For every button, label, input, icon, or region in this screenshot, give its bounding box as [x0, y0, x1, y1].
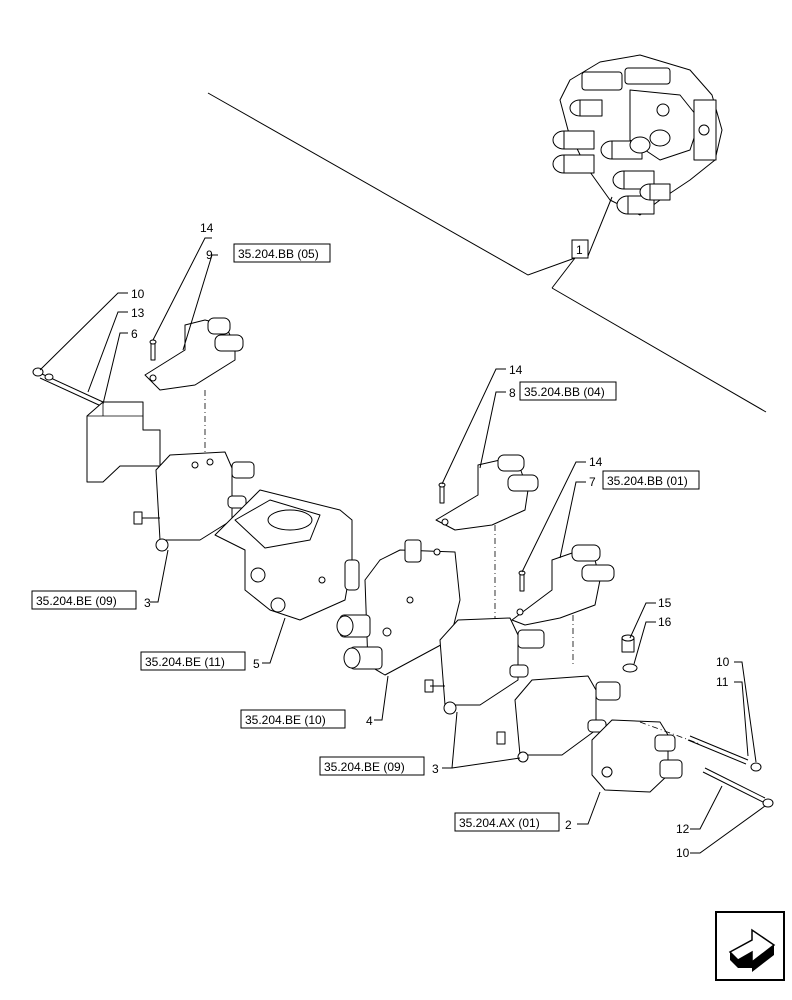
callout-8: 8	[509, 386, 516, 400]
screw-14-left	[149, 339, 157, 361]
ref-box-be09-bottom[interactable]: 35.204.BE (09)	[319, 756, 425, 776]
spacer-block-6	[86, 401, 161, 483]
leaders	[39, 237, 766, 854]
ref-be11-label: 35.204.BE (11)	[145, 655, 225, 669]
cover-7	[511, 544, 615, 626]
callout-3-bottom: 3	[432, 762, 439, 776]
inlet-section-5	[214, 489, 360, 621]
bolt-13	[32, 367, 104, 407]
callout-11: 11	[716, 675, 729, 689]
ref-bb01-label: 35.204.BB (01)	[607, 474, 688, 488]
callout-3-left: 3	[144, 596, 151, 610]
ref-be09-left-label: 35.204.BE (09)	[36, 594, 117, 608]
cover-9	[144, 317, 244, 391]
ref-box-be11[interactable]: 35.204.BE (11)	[140, 651, 246, 671]
ref-be10-label: 35.204.BE (10)	[245, 713, 326, 727]
ref-be09-bottom-label: 35.204.BE (09)	[324, 760, 405, 774]
callout-13: 13	[131, 306, 145, 320]
plug-15	[621, 634, 635, 653]
callout-4: 4	[366, 714, 373, 728]
ref-bb04-label: 35.204.BB (04)	[524, 385, 605, 399]
next-page-arrow-icon[interactable]	[715, 911, 785, 981]
callout-10-bottom: 10	[676, 846, 690, 860]
callout-2: 2	[565, 818, 572, 832]
valve-section-3-mid	[424, 617, 545, 715]
callout-10-top-left: 10	[131, 287, 145, 301]
callout-16: 16	[658, 615, 672, 629]
callout-6: 6	[131, 327, 138, 341]
ref-box-bb04[interactable]: 35.204.BB (04)	[519, 381, 617, 401]
cover-8	[435, 454, 539, 531]
callout-5: 5	[253, 657, 260, 671]
ref-box-be10[interactable]: 35.204.BE (10)	[240, 709, 346, 729]
bolt-11	[687, 735, 762, 772]
ref-box-bb01[interactable]: 35.204.BB (01)	[602, 470, 700, 490]
alignment-line-bolts	[639, 721, 701, 745]
callout-7: 7	[589, 475, 596, 489]
screw-14-right	[518, 570, 526, 592]
bolt-12	[702, 767, 774, 808]
screw-14-mid	[438, 482, 446, 504]
overview-leader-lines	[207, 92, 767, 413]
valve-section-3-left	[133, 451, 255, 552]
ref-box-ax01[interactable]: 35.204.AX (01)	[454, 812, 560, 832]
callout-10-right: 10	[716, 655, 730, 669]
ref-box-be09-left[interactable]: 35.204.BE (09)	[31, 590, 137, 610]
callout-14-mid: 14	[509, 363, 523, 377]
end-cover-2	[591, 719, 683, 793]
callout-14-right: 14	[589, 455, 603, 469]
ref-ax01-label: 35.204.AX (01)	[459, 816, 540, 830]
ref-box-bb05[interactable]: 35.204.BB (05)	[233, 243, 331, 263]
callout-9: 9	[206, 248, 213, 262]
valve-section-4	[336, 539, 461, 676]
callout-1: 1	[571, 239, 589, 259]
ref-bb05-label: 35.204.BB (05)	[238, 247, 319, 261]
callout-15: 15	[658, 596, 672, 610]
callout-12: 12	[676, 822, 690, 836]
callout-14-left: 14	[200, 221, 214, 235]
callout-1-label: 1	[576, 243, 583, 257]
o-ring-16	[622, 663, 638, 673]
assembly-overview-drawing	[552, 54, 723, 216]
valve-section-3-right	[496, 675, 621, 763]
